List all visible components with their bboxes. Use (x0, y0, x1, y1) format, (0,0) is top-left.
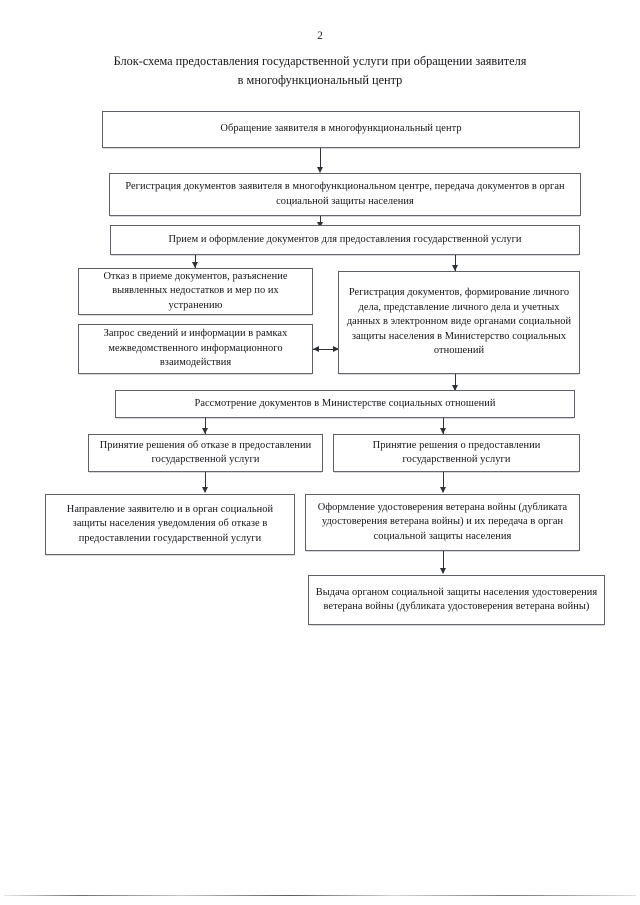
flow-node-refusal-to-accept-documents[interactable]: Отказ в приеме документов, разъяснение в… (78, 268, 313, 316)
flow-node-case-file-to-ministry[interactable]: Регистрация документов, формирование лич… (338, 271, 580, 375)
flow-node-label: Регистрация документов, формирование лич… (346, 287, 572, 357)
flow-node-label: Выдача органом социальной защиты населен… (315, 586, 598, 612)
arrow-down-icon (440, 487, 446, 493)
arrow-down-icon (452, 385, 458, 391)
flow-node-refusal-notification[interactable]: Направление заявителю и в орган социальн… (45, 494, 295, 556)
connector-n7-n9 (443, 418, 444, 434)
page-title-line-2: в многофункциональный центр (237, 73, 403, 87)
flow-node-label: Принятие решения о предоставлении госуда… (372, 439, 541, 465)
arrow-down-icon (202, 428, 208, 434)
flow-node-label: Направление заявителю и в орган социальн… (66, 503, 274, 544)
arrow-right-icon (333, 346, 339, 352)
flow-node-registration-at-mfc[interactable]: Регистрация документов заявителя в много… (109, 173, 581, 217)
connector-n8-n10 (205, 472, 206, 492)
connector-n3-n6 (455, 255, 456, 271)
flow-node-ministry-review[interactable]: Рассмотрение документов в Министерстве с… (115, 390, 575, 419)
flow-node-label: Обращение заявителя в многофункциональны… (220, 123, 462, 135)
connector-n5-n6 (313, 349, 339, 350)
arrow-down-icon (440, 568, 446, 574)
arrow-down-icon (452, 265, 458, 271)
flow-node-interagency-information-request[interactable]: Запрос сведений и информации в рамках ме… (78, 324, 313, 375)
arrow-down-icon (440, 428, 446, 434)
connector-n3-n4 (195, 255, 196, 268)
connector-n2-n3 (320, 216, 321, 226)
flow-node-label: Запрос сведений и информации в рамках ме… (103, 328, 288, 369)
page-title-line-1: Блок-схема предоставления государственно… (113, 54, 527, 68)
flow-node-label: Отказ в приеме документов, разъяснение в… (103, 270, 288, 311)
page-title: Блок-схема предоставления государственно… (60, 52, 580, 90)
flow-node-decision-refusal[interactable]: Принятие решения об отказе в предоставле… (88, 434, 323, 473)
flow-node-label: Оформление удостоверения ветерана войны … (317, 501, 568, 542)
connector-n9-n11 (443, 472, 444, 492)
connector-n6-n7 (455, 374, 456, 391)
flow-node-label: Принятие решения об отказе в предоставле… (99, 439, 312, 465)
flow-node-intake-and-processing[interactable]: Прием и оформление документов для предос… (110, 225, 580, 256)
arrow-down-icon (192, 262, 198, 268)
flow-node-decision-approval[interactable]: Принятие решения о предоставлении госуда… (333, 434, 580, 473)
flow-node-application-to-mfc[interactable]: Обращение заявителя в многофункциональны… (102, 111, 580, 149)
connector-n7-n8 (205, 418, 206, 434)
page-bottom-scan-line (4, 895, 636, 896)
page-number: 2 (317, 30, 323, 42)
flow-node-certificate-issuance-preparation[interactable]: Оформление удостоверения ветерана войны … (305, 494, 580, 552)
flow-node-label: Регистрация документов заявителя в много… (125, 181, 565, 207)
connector-n1-n2 (320, 148, 321, 169)
flow-node-label: Рассмотрение документов в Министерстве с… (194, 397, 496, 409)
flow-node-certificate-delivery[interactable]: Выдача органом социальной защиты населен… (308, 575, 605, 626)
connector-n11-n12 (443, 551, 444, 573)
arrow-left-icon (313, 346, 319, 352)
arrow-down-icon (317, 167, 323, 173)
flow-node-label: Прием и оформление документов для предос… (168, 233, 522, 245)
arrow-down-icon (202, 487, 208, 493)
